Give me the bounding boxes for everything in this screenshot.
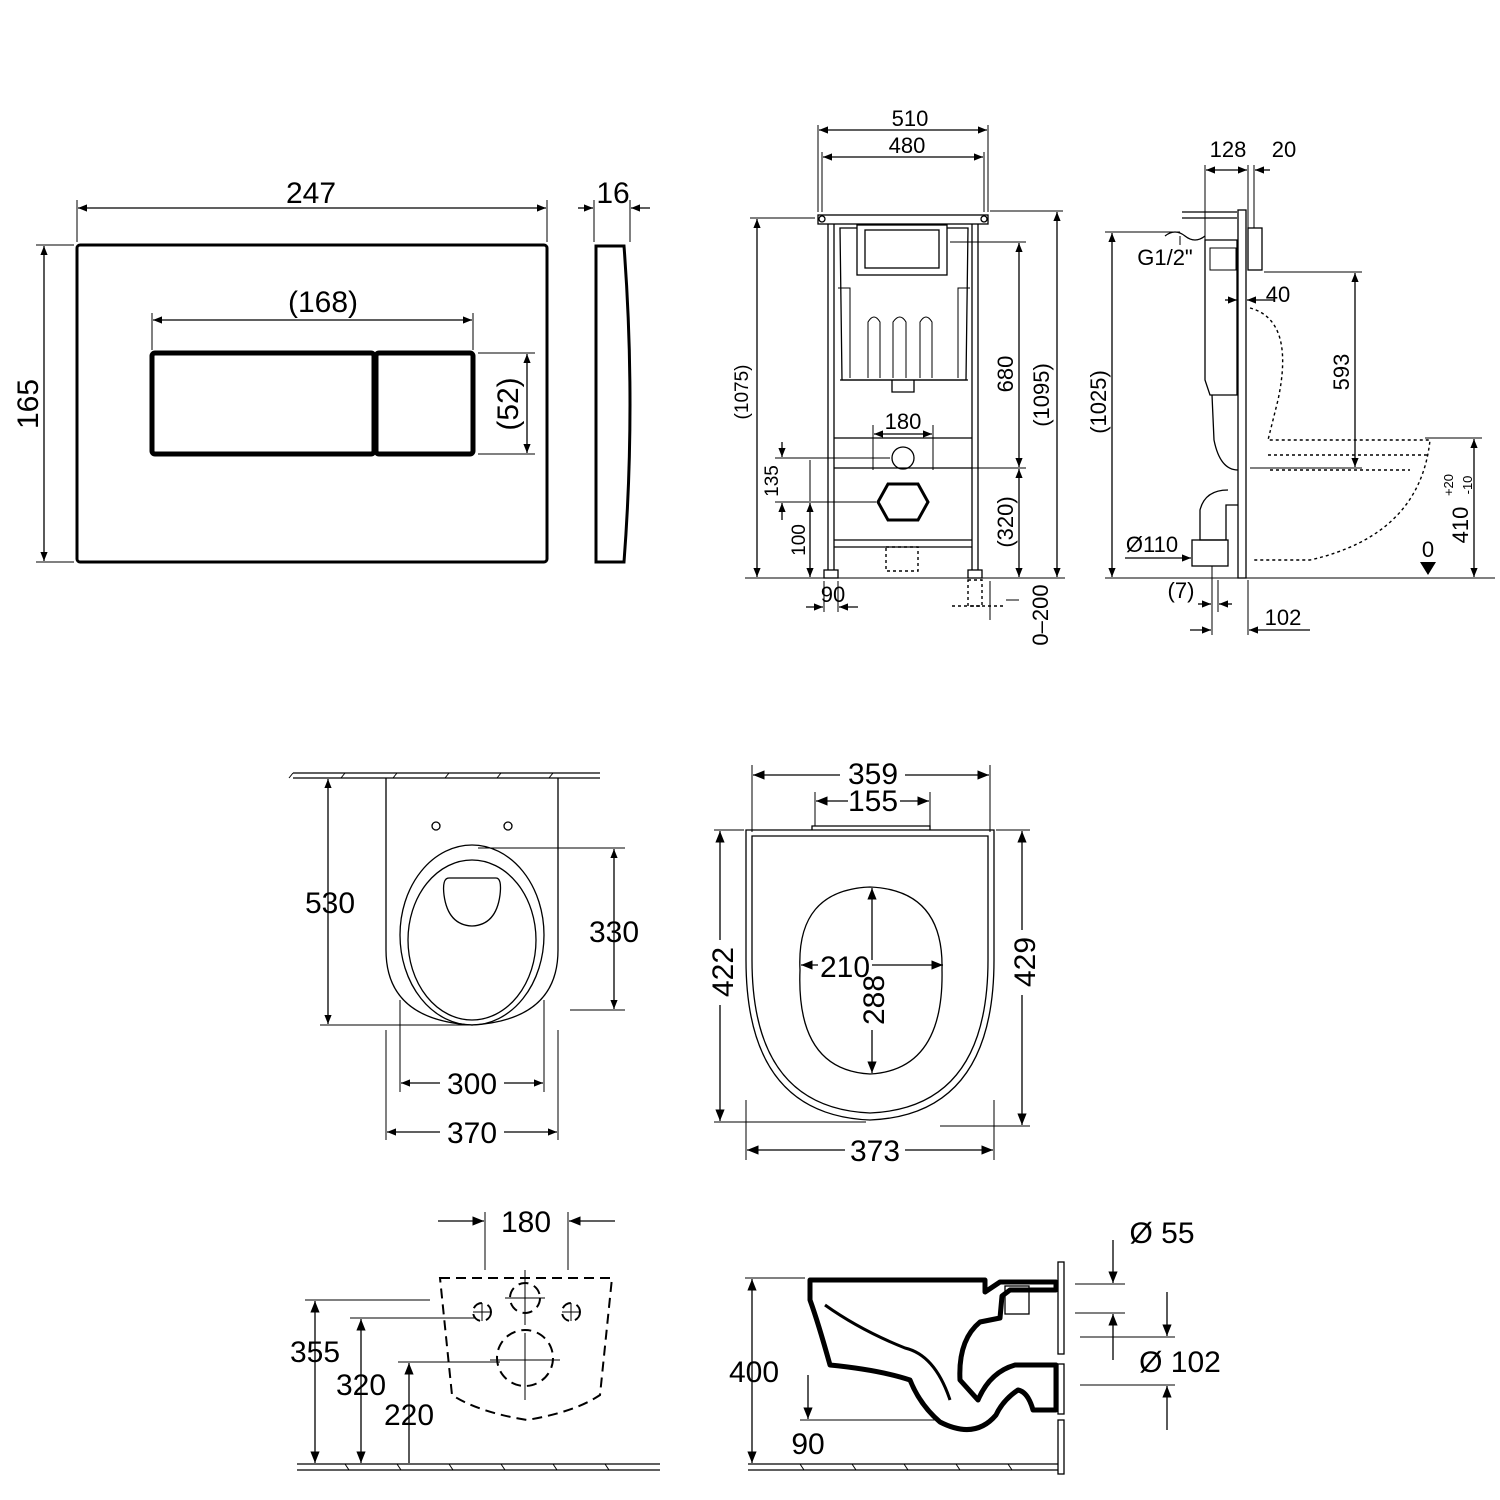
diameter-102-label: Ø 102: [1139, 1346, 1221, 1379]
flush-plate-side-view: 16: [578, 177, 650, 564]
frame-width-inner-label: 480: [889, 133, 926, 158]
seat-width-bottom-label: 373: [850, 1135, 900, 1168]
diameter-55-label: Ø 55: [1129, 1217, 1194, 1250]
plate-outline: [75, 243, 549, 564]
opening-width-label: 210: [820, 951, 870, 984]
flush-plate-front-view: 247 165 (168) (52): [12, 177, 549, 564]
level-marker-icon: [1420, 562, 1436, 575]
seat-height-label: 410: [1448, 507, 1473, 544]
side-40-label: 40: [1266, 282, 1290, 307]
plate-height-label: 165: [12, 379, 45, 429]
bowl-rim: [399, 844, 545, 1026]
bolt-spacing-label: 180: [885, 409, 922, 434]
tol-plus-label: +20: [1441, 474, 1456, 496]
seat-top-view: 359 155 210 288 422 429 373: [707, 758, 1042, 1168]
foot-width-label: 90: [821, 582, 845, 607]
seat-width-top-label: 359: [848, 758, 898, 791]
mount-220-label: 220: [384, 1399, 434, 1432]
drain-pipe: [1191, 539, 1229, 567]
side-20-label: 20: [1272, 137, 1296, 162]
bowl-side-section: 400 90 Ø 55 Ø 102: [729, 1217, 1221, 1475]
seat-length-left-label: 422: [707, 947, 740, 997]
frame-320-label: (320): [993, 496, 1018, 547]
seat-length-right-label: 429: [1009, 937, 1042, 987]
plate-width-label: 247: [286, 177, 336, 210]
side-height-label: (1025): [1086, 370, 1111, 434]
frame-upright: [1237, 209, 1247, 579]
side-128-label: 128: [1210, 137, 1247, 162]
cistern-side: [1204, 239, 1238, 396]
side-593-label: 593: [1329, 354, 1354, 391]
adjust-range-label: 0–200: [1028, 584, 1053, 645]
hinge-width-label: 155: [848, 785, 898, 818]
seat-outline: [745, 829, 995, 1121]
bowl-top-view: 530 330 300 370: [288, 772, 639, 1150]
back-outline: [438, 1277, 614, 1422]
plate-thickness-label: 16: [596, 177, 629, 210]
pipe-diameter-label: Ø110: [1126, 532, 1178, 557]
button-span-label: (168): [288, 286, 358, 319]
inner-width-label: 300: [447, 1068, 497, 1101]
seat-depth-label: 330: [589, 916, 639, 949]
dim-90-label: 90: [791, 1428, 824, 1461]
flush-opening: [856, 224, 948, 276]
supply-inlet: [891, 446, 915, 470]
mount-355-label: 355: [290, 1336, 340, 1369]
mounting-back-view: 180 355 320 220: [290, 1206, 660, 1471]
frame-side-view: 128 20 G1/2" 40 (1025) 593 410 +20 -10 0…: [1086, 137, 1495, 635]
small-flush-button: [373, 350, 476, 457]
opening-length-label: 288: [858, 975, 891, 1025]
dim-100-label: 100: [789, 524, 810, 556]
tol-minus-label: -10: [1460, 476, 1475, 495]
button-height-label: (52): [492, 377, 525, 430]
bowl-length-label: 530: [305, 887, 355, 920]
bowl-ghost-outline: [1249, 307, 1431, 561]
frame-height-right-label: (1095): [1029, 363, 1054, 427]
large-flush-button: [149, 350, 377, 457]
thread-label: G1/2": [1137, 245, 1193, 270]
bowl-section-outline: [807, 1277, 1059, 1433]
outer-width-label: 370: [447, 1117, 497, 1150]
frame-height-left-label: (1075): [732, 365, 753, 420]
drain-connector: [876, 482, 930, 522]
mount-spacing-label: 180: [501, 1206, 551, 1239]
frame-width-outer-label: 510: [892, 106, 929, 131]
bowl-height-label: 400: [729, 1356, 779, 1389]
plate-profile: [594, 244, 632, 564]
frame-front-view: 510 480 (1075) 680 (320) (1095) 180 135 …: [732, 106, 1065, 646]
dim-135-label: 135: [762, 465, 783, 497]
seat-opening: [799, 886, 943, 1075]
offset-7-label: (7): [1168, 578, 1195, 603]
bowl-outline: [385, 778, 559, 1026]
zero-level-label: 0: [1422, 537, 1434, 562]
frame-680-label: 680: [993, 356, 1018, 393]
bowl-outlet: [442, 877, 502, 927]
offset-102-label: 102: [1265, 605, 1302, 630]
mount-320-label: 320: [336, 1369, 386, 1402]
